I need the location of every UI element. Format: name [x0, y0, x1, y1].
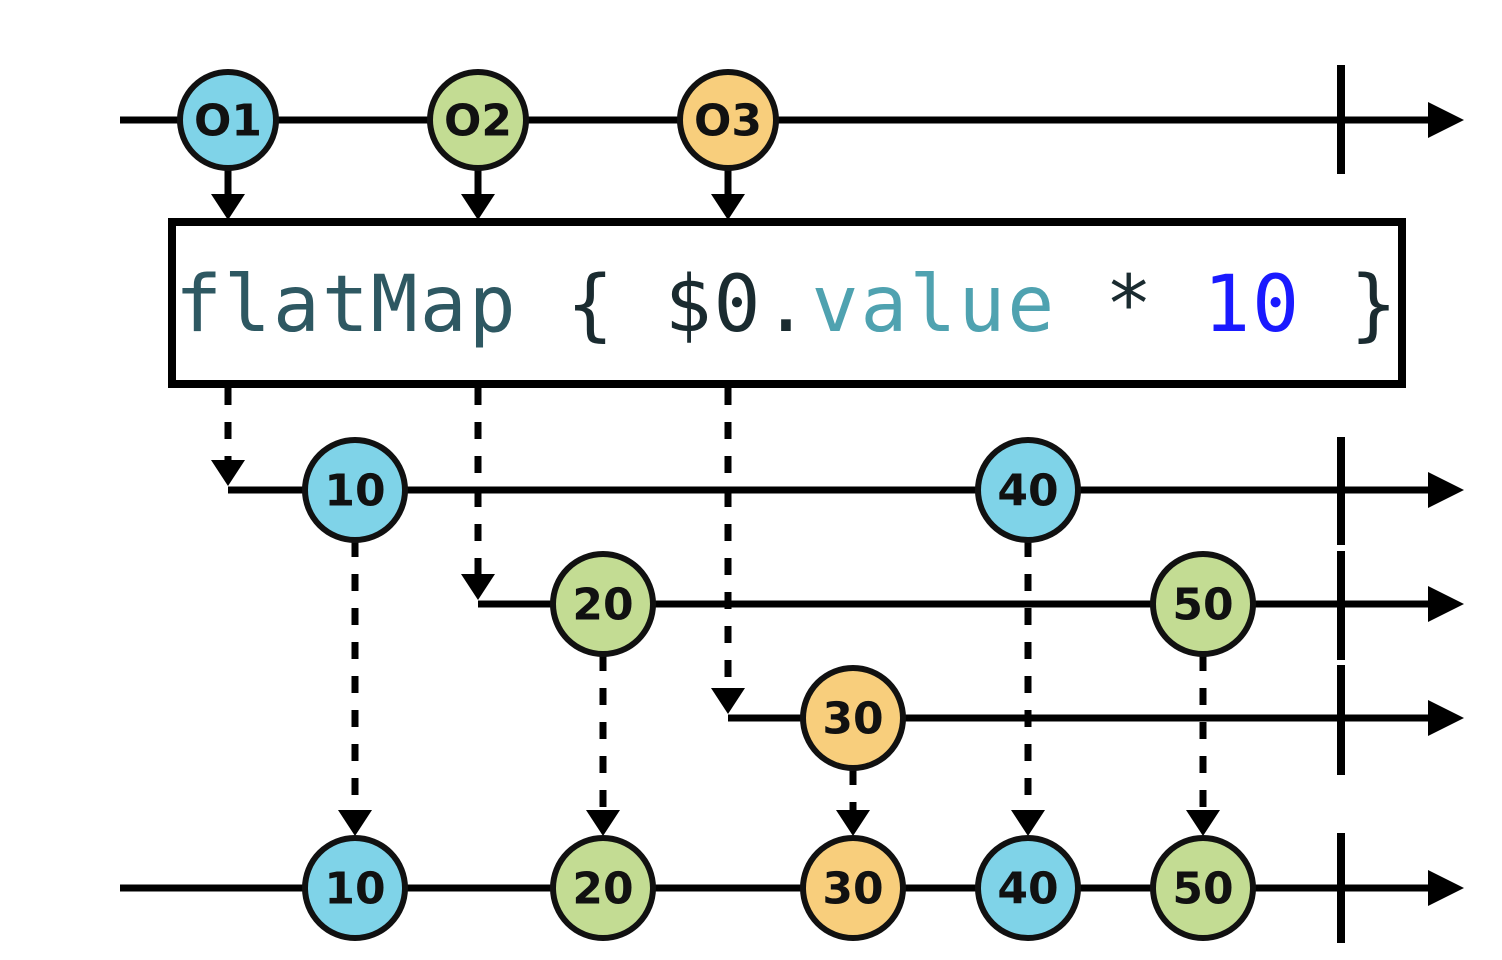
connector-arrowhead [711, 688, 745, 714]
timeline-source: O1 O2 O3 [120, 65, 1464, 174]
connector-arrowhead [1186, 810, 1220, 836]
marble-label: 30 [822, 864, 883, 915]
timeline-arrowhead-inner-3 [1428, 700, 1464, 736]
connector-source-o3-to-box [711, 168, 745, 220]
code-token-space [518, 260, 567, 350]
marble-source-O3[interactable]: O3 [677, 69, 779, 171]
code-token-operator: * [1105, 260, 1154, 350]
marble-circle [1150, 551, 1256, 657]
operator-code-text: flatMap { $0.value * 10 } [175, 260, 1399, 350]
marble-inner-2-20[interactable]: 20 [550, 551, 656, 657]
marble-label: 20 [572, 580, 633, 631]
marble-output-10[interactable]: 10 [302, 835, 408, 941]
code-token-punctuation: . [763, 260, 812, 350]
marble-circle [677, 69, 779, 171]
marble-inner-3-30[interactable]: 30 [800, 665, 906, 771]
marble-label: 40 [997, 864, 1058, 915]
marble-label: 50 [1172, 864, 1233, 915]
connector-box-to-inner-1 [211, 388, 245, 486]
marble-label: 50 [1172, 580, 1233, 631]
connector-arrowhead [836, 810, 870, 836]
connector-box-to-inner-3 [711, 388, 745, 714]
code-token-space [1301, 260, 1350, 350]
code-token-function-name: flatMap [175, 260, 518, 350]
marble-circle [550, 835, 656, 941]
connector-inner1-40-to-output [1011, 540, 1045, 836]
code-token-brace: } [1350, 260, 1399, 350]
marble-inner-1-40[interactable]: 40 [975, 437, 1081, 543]
marble-circle [800, 665, 906, 771]
marble-label: 30 [822, 694, 883, 745]
timeline-arrowhead-output [1428, 870, 1464, 906]
marble-output-20[interactable]: 20 [550, 835, 656, 941]
code-token-number-literal: 10 [1203, 260, 1301, 350]
connectors-group [211, 168, 1220, 836]
code-token-space [1154, 260, 1203, 350]
timeline-arrowhead-inner-2 [1428, 586, 1464, 622]
marble-label: 10 [324, 864, 385, 915]
marble-label: 10 [324, 466, 385, 517]
code-token-brace: { [567, 260, 616, 350]
connector-arrowhead [461, 194, 495, 220]
code-token-space [1056, 260, 1105, 350]
marble-label: O3 [694, 96, 762, 147]
connector-source-o2-to-box [461, 168, 495, 220]
connector-arrowhead [586, 810, 620, 836]
connector-arrowhead [1011, 810, 1045, 836]
marble-output-50[interactable]: 50 [1150, 835, 1256, 941]
code-token-argument: $0 [665, 260, 763, 350]
marble-source-O1[interactable]: O1 [177, 69, 279, 171]
timeline-output: 10 20 30 40 50 [120, 833, 1464, 943]
marble-circle [177, 69, 279, 171]
timeline-arrowhead-inner-1 [1428, 472, 1464, 508]
timeline-inner-1: 10 40 [228, 437, 1464, 545]
connector-arrowhead [211, 460, 245, 486]
timeline-inner-3: 30 [728, 665, 1464, 775]
marble-circle [1150, 835, 1256, 941]
timeline-arrowhead-source [1428, 102, 1464, 138]
operator-box[interactable]: flatMap { $0.value * 10 } [168, 218, 1406, 388]
code-token-property: value [811, 260, 1056, 350]
code-token-space [616, 260, 665, 350]
marble-circle [800, 835, 906, 941]
operator-box-frame [168, 218, 1406, 388]
marble-inner-1-10[interactable]: 10 [302, 437, 408, 543]
connector-inner1-10-to-output [338, 540, 372, 836]
marble-output-30[interactable]: 30 [800, 835, 906, 941]
connector-inner3-30-to-output [836, 768, 870, 836]
connector-arrowhead [711, 194, 745, 220]
connector-source-o1-to-box [211, 168, 245, 220]
connector-arrowhead [461, 574, 495, 600]
connector-inner2-50-to-output [1186, 654, 1220, 836]
marble-circle [302, 437, 408, 543]
marble-label: 20 [572, 864, 633, 915]
marble-label: O2 [444, 96, 512, 147]
connector-inner2-20-to-output [586, 654, 620, 836]
marble-source-O2[interactable]: O2 [427, 69, 529, 171]
marble-label: O1 [194, 96, 262, 147]
marble-circle [550, 551, 656, 657]
marble-circle [302, 835, 408, 941]
marble-inner-2-50[interactable]: 50 [1150, 551, 1256, 657]
marble-circle [427, 69, 529, 171]
marble-circle [975, 437, 1081, 543]
marble-label: 40 [997, 466, 1058, 517]
marble-output-40[interactable]: 40 [975, 835, 1081, 941]
connector-box-to-inner-2 [461, 388, 495, 600]
marble-circle [975, 835, 1081, 941]
connector-arrowhead [338, 810, 372, 836]
connector-arrowhead [211, 194, 245, 220]
